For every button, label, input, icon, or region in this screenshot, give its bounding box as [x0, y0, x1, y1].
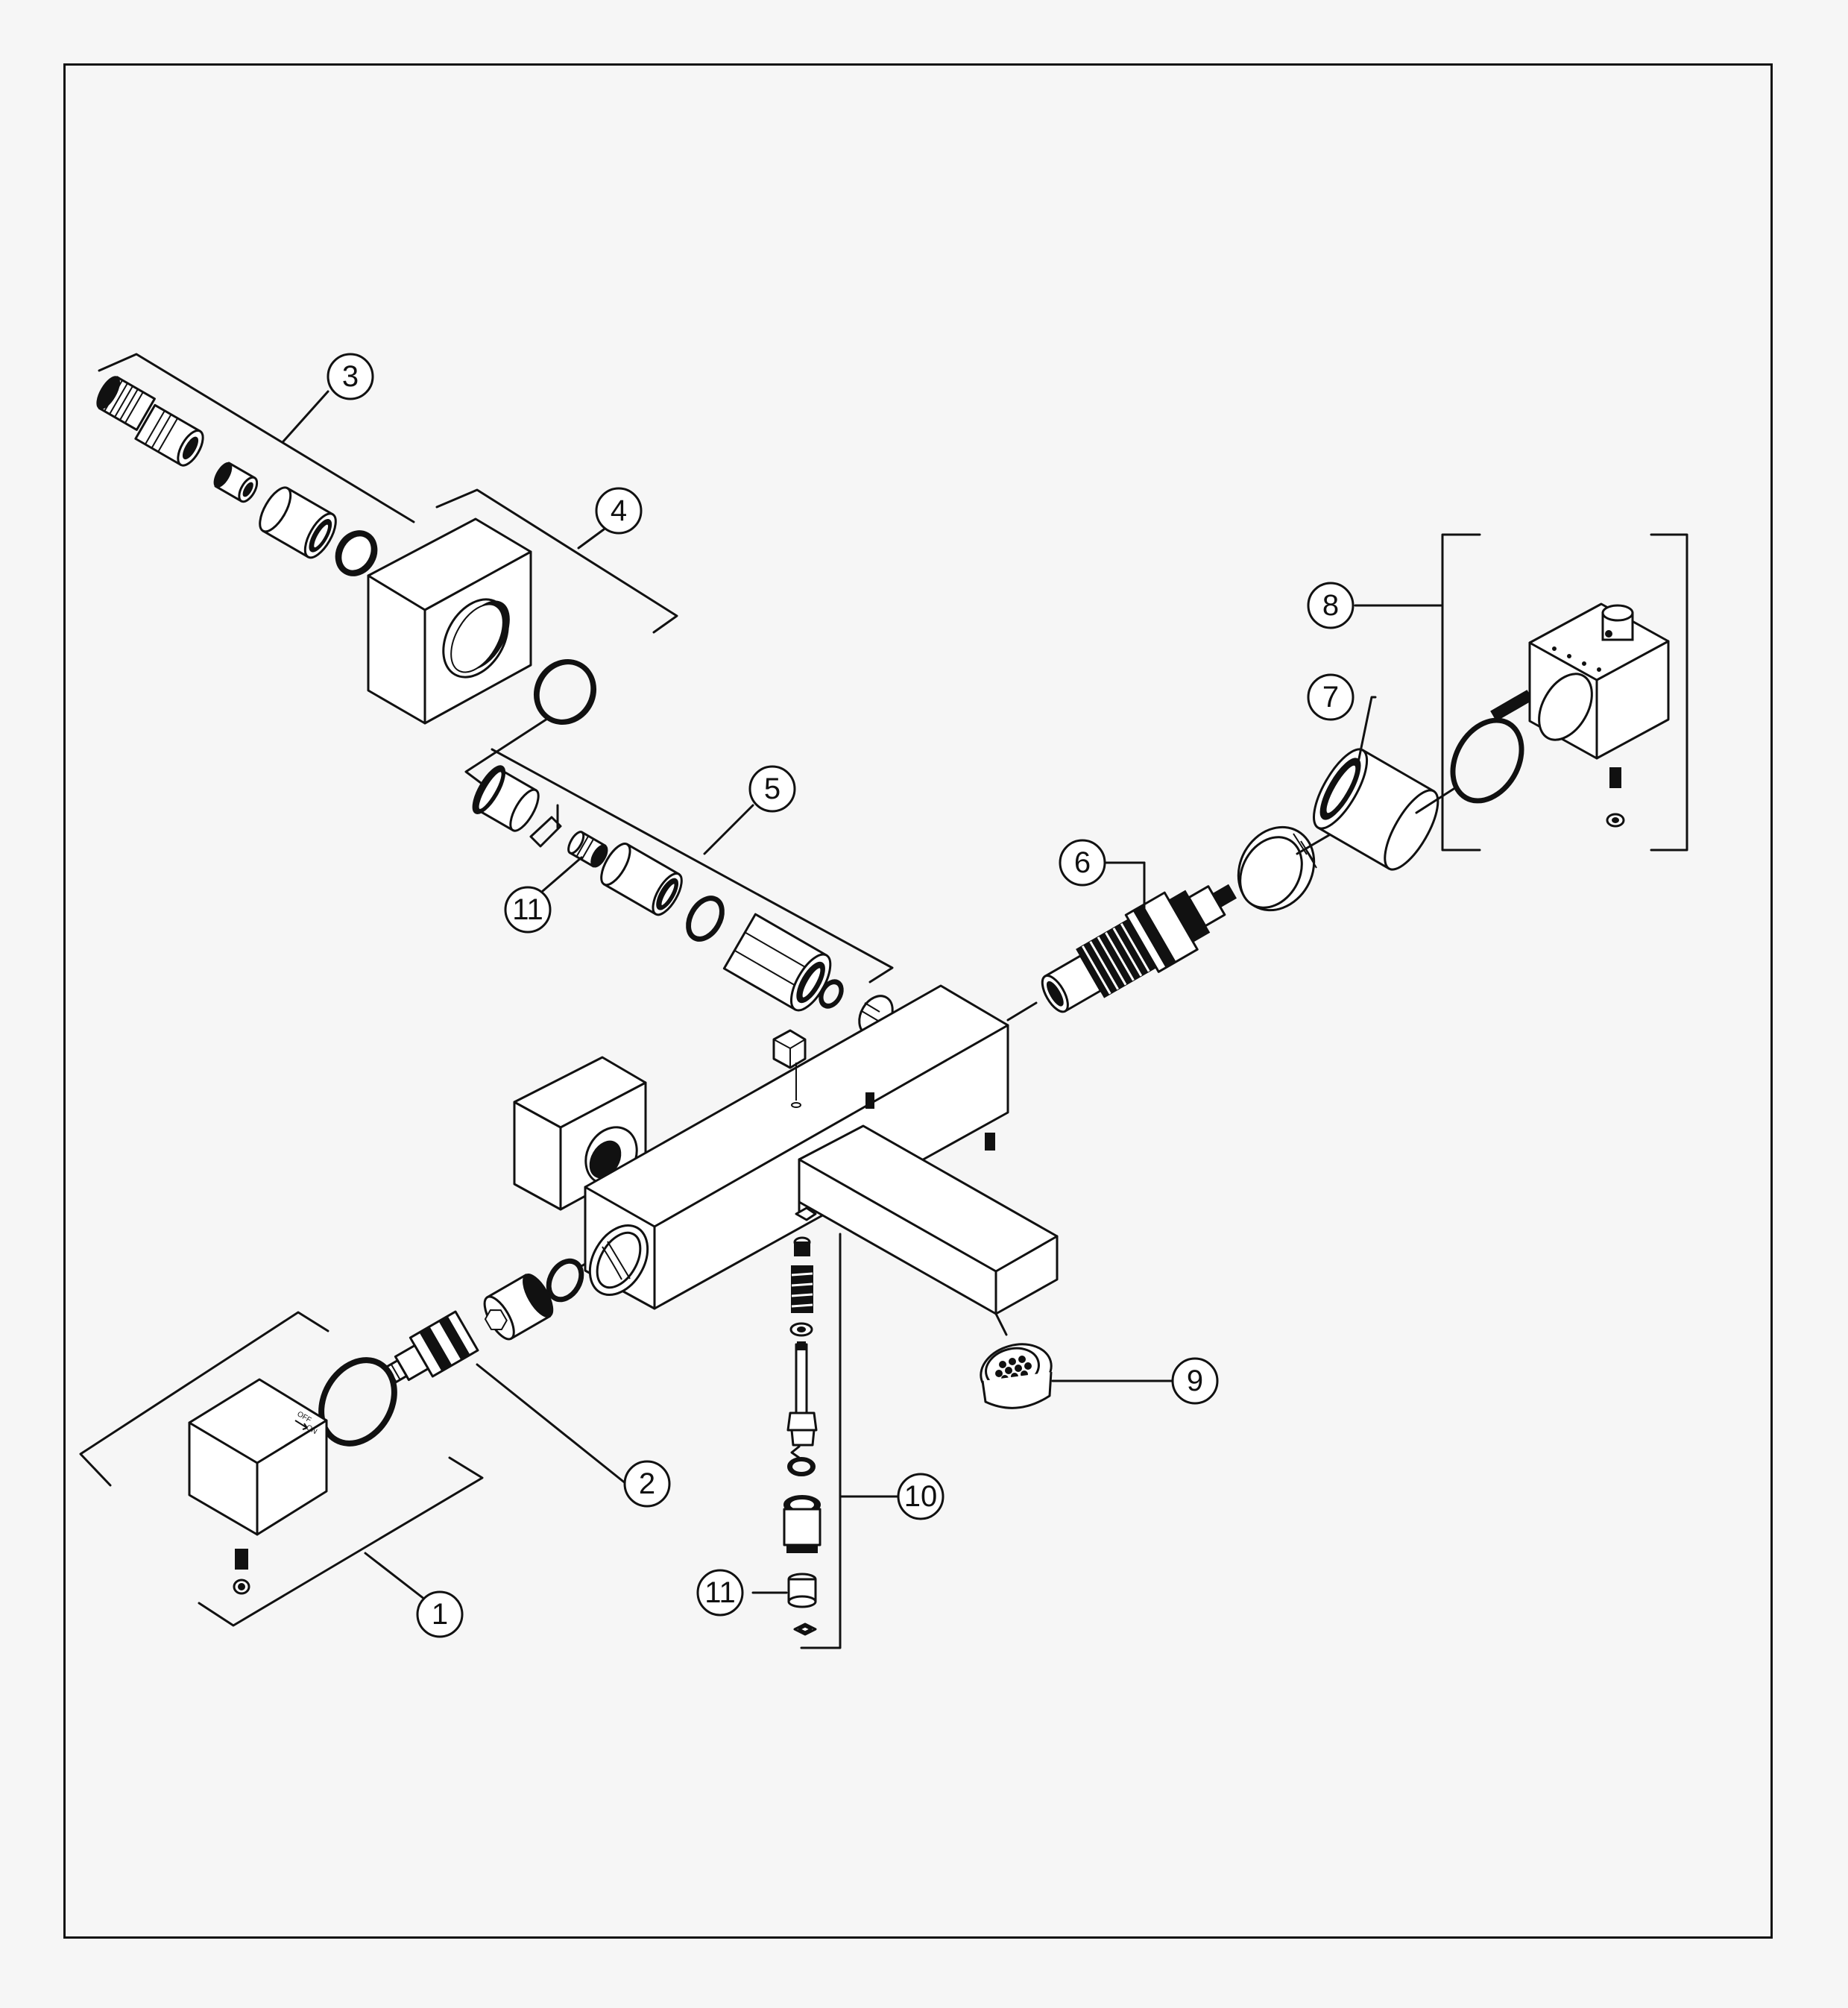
- callout-9: 9: [1171, 1357, 1219, 1405]
- svg-text:1: 1: [432, 1598, 448, 1631]
- svg-text:5: 5: [764, 772, 780, 805]
- threaded-nipple: [96, 376, 156, 431]
- part-8-thermostat-handle: [1415, 602, 1670, 828]
- group-bracket-5: [464, 688, 894, 983]
- part-7-nut-adapter: [1237, 696, 1439, 912]
- part-10-diverter-stack: [751, 1206, 821, 1636]
- callout-10: 10: [897, 1473, 945, 1520]
- group-bracket-1: [79, 1311, 484, 1627]
- group-bracket-10: [800, 1233, 907, 1649]
- svg-text:6: 6: [1074, 846, 1091, 879]
- group-bracket-4: [435, 488, 678, 634]
- callout-2: 2: [476, 1363, 671, 1508]
- part-6-thermostatic-cartridge: [1006, 884, 1237, 1022]
- callout-11-upper: 11: [504, 856, 583, 934]
- hex-nut: [722, 913, 832, 1012]
- group-bracket-3: [98, 353, 415, 523]
- part-1-shutoff-handle: OFF ON: [188, 1378, 328, 1595]
- svg-text:11: 11: [704, 1576, 736, 1609]
- callout-7: 7: [1307, 673, 1355, 721]
- part-4-escutcheon-block: [367, 517, 597, 726]
- main-valve-body: [513, 984, 1059, 1336]
- diagram-frame: [63, 63, 1773, 1939]
- coupling-nut: [259, 486, 337, 559]
- part-2-shutoff-cartridge: [318, 1258, 587, 1447]
- flanged-sleeve: [472, 765, 540, 832]
- callout-8: 8: [1307, 582, 1355, 629]
- callout-4: 4: [595, 487, 643, 535]
- callout-3: 3: [327, 353, 374, 400]
- eccentric-fitting: [134, 403, 204, 467]
- part-5-outlet-components: [472, 765, 894, 1036]
- svg-text:3: 3: [342, 360, 359, 393]
- part-9-aerator: [980, 1343, 1173, 1409]
- svg-text:10: 10: [904, 1480, 938, 1513]
- callout-5: 5: [748, 765, 796, 813]
- outlet-sleeve: [600, 843, 683, 916]
- svg-text:9: 9: [1187, 1365, 1203, 1397]
- svg-text:7: 7: [1322, 681, 1339, 714]
- callout-1: 1: [416, 1590, 464, 1638]
- svg-text:8: 8: [1322, 589, 1339, 622]
- svg-text:2: 2: [639, 1467, 655, 1500]
- small-pipe: [567, 831, 608, 868]
- svg-text:11: 11: [512, 893, 543, 926]
- group-bracket-8: [1354, 533, 1688, 852]
- callout-6: 6: [1059, 839, 1146, 915]
- check-valve: [213, 462, 259, 503]
- temperature-scale-marks: [1552, 646, 1601, 672]
- part-3-inlet-assembly: [96, 376, 378, 576]
- svg-text:4: 4: [611, 494, 627, 527]
- callout-11-lower: 11: [696, 1569, 744, 1617]
